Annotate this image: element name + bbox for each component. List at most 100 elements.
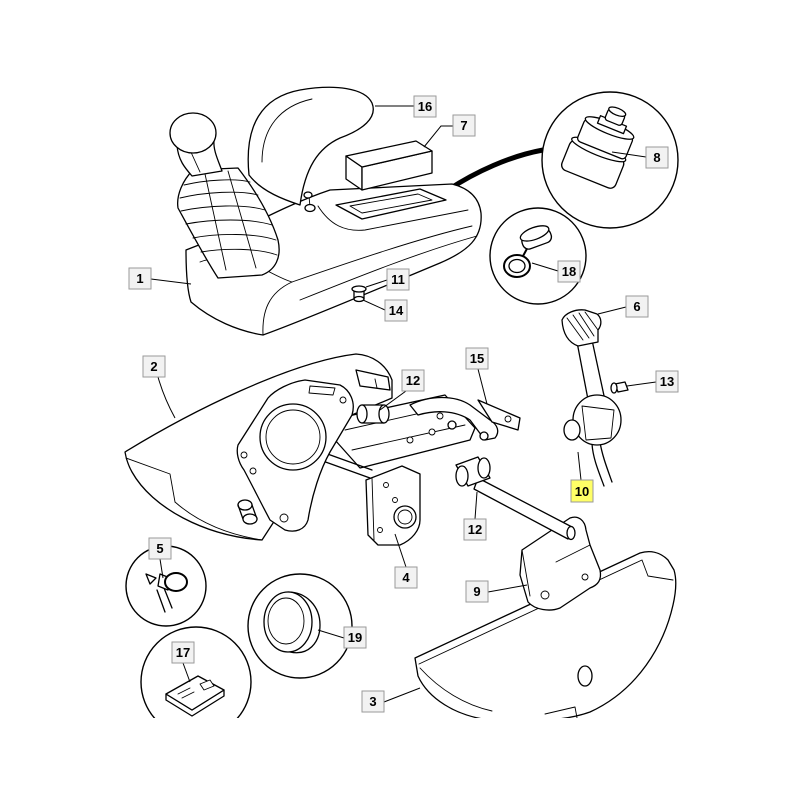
callout-label[interactable]: 3 [361,687,421,713]
callout-box[interactable] [413,95,437,118]
callout-box[interactable] [463,518,487,541]
leader-line [182,662,191,683]
connector-cap-top [608,106,627,118]
callout-box[interactable] [128,267,152,290]
cable [445,147,546,193]
detail-bubble-label [140,626,252,718]
leader-line [383,687,421,703]
lever-cable [591,443,605,487]
callout-label[interactable]: 2 [142,355,176,419]
cap-top [519,225,550,242]
side-plate-hole [377,527,383,533]
tube-end [356,404,368,424]
cap-ring-inner [508,258,526,274]
callout-box[interactable] [343,626,367,649]
callout-box[interactable] [655,370,679,393]
callout-number: 13 [660,374,674,389]
callout-label[interactable]: 15 [465,347,489,405]
bracket-hole [504,415,512,423]
switch-head [303,191,313,199]
part-rod [455,456,576,541]
peg-end [242,513,258,525]
leader-line [474,491,478,520]
console-recess-inner [349,193,433,214]
part-cushion [247,86,374,206]
joystick-knob [169,112,217,154]
callout-label[interactable]: 7 [423,114,476,148]
callout-box[interactable] [386,268,410,291]
callout-box[interactable] [645,146,669,169]
callout-label[interactable]: 1 [128,267,192,290]
callout-number: 10 [575,484,589,499]
callout-label[interactable]: 16 [375,95,437,118]
callout-box[interactable] [171,641,195,664]
left-cover-lip [125,457,176,503]
callout-label[interactable]: 19 [317,626,367,649]
bolt-end [353,295,365,303]
callout-number: 1 [136,271,143,286]
callout-box[interactable] [361,690,385,713]
part-plate [236,379,354,532]
callout-label[interactable]: 11 [365,268,410,291]
clip-stem [156,587,173,613]
clip-tip [145,573,157,585]
callout-box[interactable] [148,537,172,560]
callout-label[interactable]: 18 [531,260,581,283]
right-cover-outline [414,551,677,718]
gaiter-pleat [179,191,259,199]
detail-bubble-clip [125,545,207,627]
switch-base [304,203,316,213]
callout-label[interactable]: 12 [379,369,425,411]
callout-box[interactable] [452,114,476,137]
plate-hole [240,451,248,459]
plug-rim [267,597,305,645]
callout-number: 9 [473,584,480,599]
callout-box[interactable] [625,295,649,318]
callout-number: 8 [653,150,660,165]
callout-box[interactable] [384,299,408,322]
frame-hole [428,428,436,436]
label-plate-mark [177,687,195,699]
bracket-tab [477,399,521,431]
gaiter-fold [204,173,227,271]
plate-hole [279,513,289,523]
callout-label[interactable]: 14 [362,299,408,322]
side-plate-edge [371,477,375,541]
rod-end [566,525,576,541]
callout-label[interactable]: 4 [394,533,418,589]
label-plate-mark [199,679,215,691]
callout-box[interactable] [142,355,166,378]
clip-ring [164,572,188,592]
callout-label[interactable]: 10 [570,451,594,503]
leader-line [477,368,488,405]
leader-line [362,299,386,311]
frame-hole [436,412,444,420]
leader-line [150,278,192,285]
callout-label[interactable]: 12 [463,491,487,541]
callout-box[interactable] [570,479,594,503]
callout-box[interactable] [465,347,489,370]
callout-label[interactable]: 8 [611,146,669,169]
gaiter-pleat [185,219,273,226]
callout-number: 17 [176,645,190,660]
right-cover-hole [577,665,593,687]
callout-box[interactable] [465,580,489,603]
gaiter-pleat [183,179,251,186]
callout-label[interactable]: 6 [597,295,649,318]
detail-bubble-connector [541,91,679,229]
callout-box[interactable] [557,260,581,283]
callout-box[interactable] [401,369,425,392]
side-plate-ring-inner [397,509,413,525]
bracket-lower-fold [555,544,591,563]
leader-line [157,376,176,419]
callout-box[interactable] [394,566,418,589]
right-cover-edge [419,667,493,712]
leader-line [423,125,453,148]
callout-label[interactable]: 13 [626,370,679,393]
callout-label[interactable]: 5 [148,537,172,579]
callout-label[interactable]: 9 [465,580,528,603]
console-seam [291,225,473,283]
callout-label[interactable]: 17 [171,641,195,683]
tube-end [378,404,390,424]
